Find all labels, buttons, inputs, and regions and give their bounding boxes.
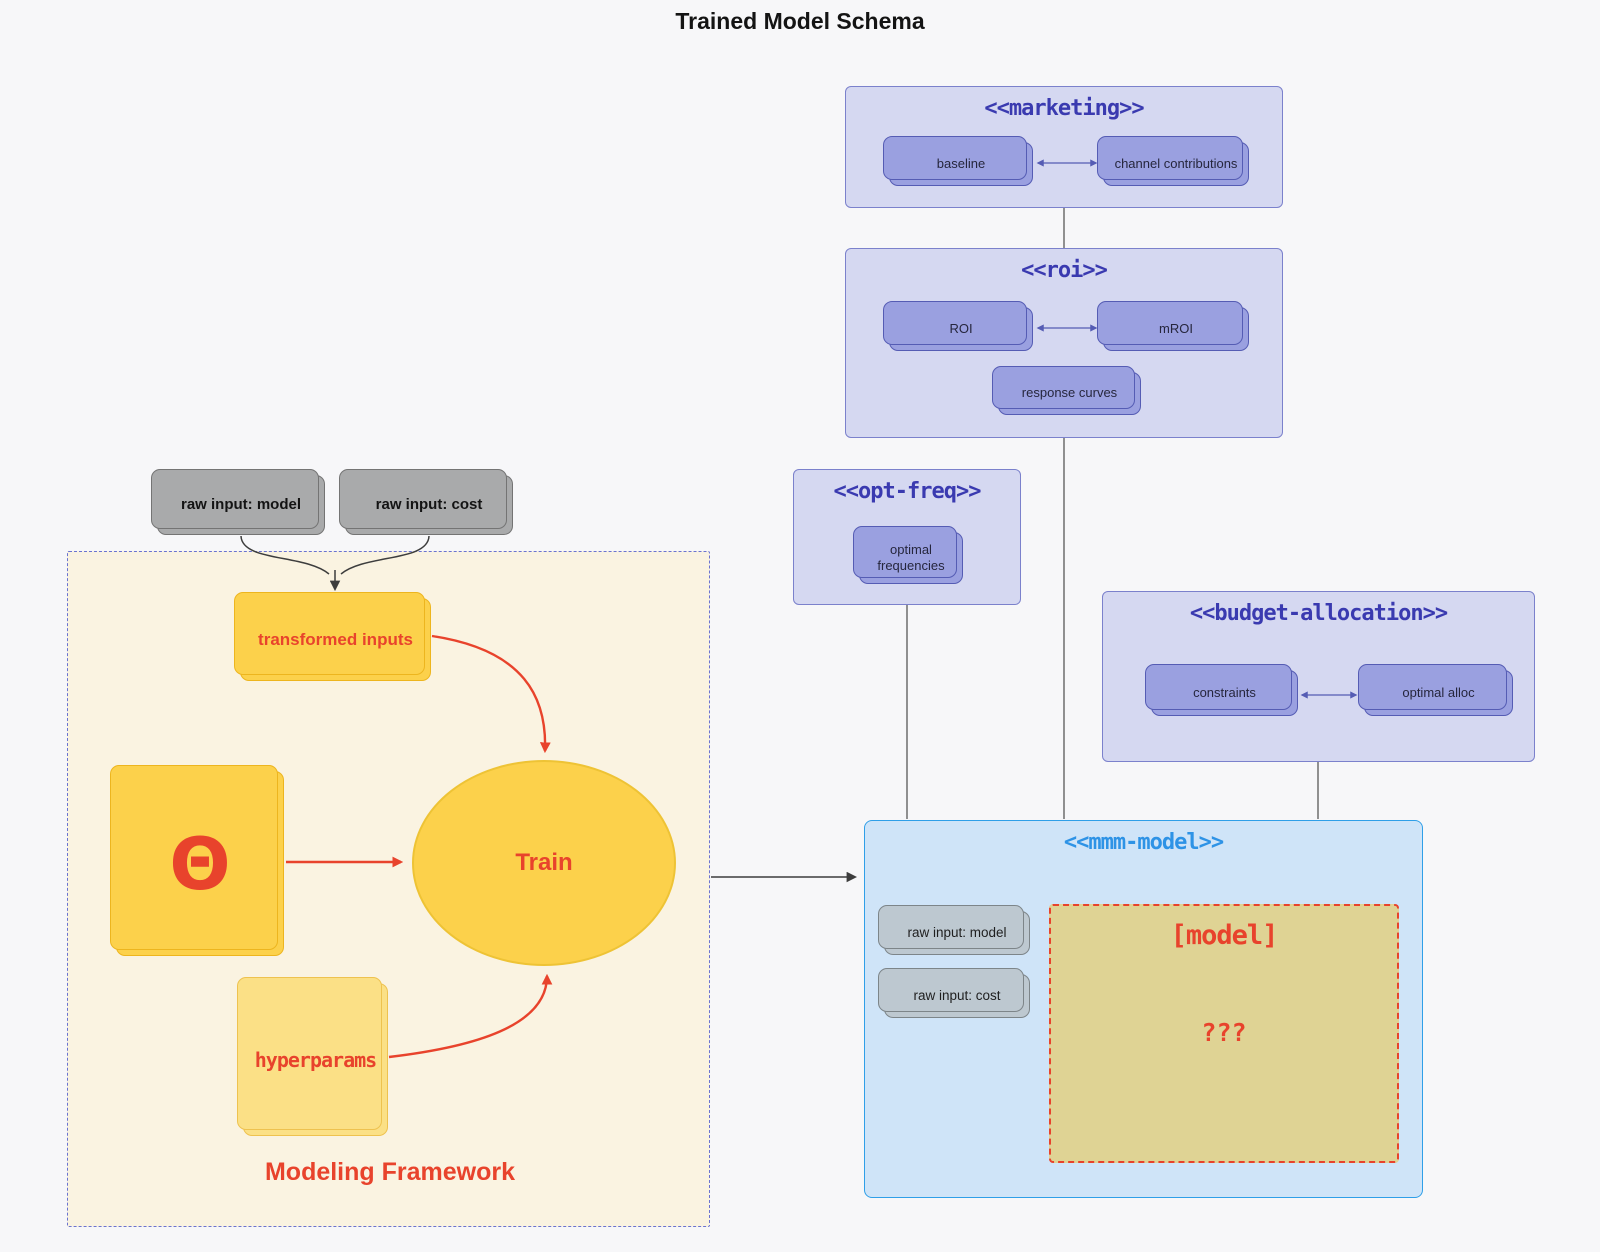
budget-allocation-title: <<budget-allocation>> (1189, 601, 1448, 626)
marketing-title: <<marketing>> (984, 96, 1144, 121)
node-baseline: baseline (883, 136, 1033, 186)
model-unknown-label: ??? (1201, 1018, 1247, 1047)
modeling-framework-label: Modeling Framework (264, 1158, 516, 1186)
node-optimal-alloc: optimal alloc (1358, 664, 1513, 716)
node-theta: Θ (110, 765, 284, 956)
node-constraints: constraints (1145, 664, 1298, 716)
roi-container: <<roi>> ROI mROI response curves (845, 248, 1283, 438)
mmm-model-title: <<mmm-model>> (1063, 830, 1224, 855)
budget-allocation-container: <<budget-allocation>> constraints optima… (1102, 591, 1535, 762)
node-hyperparams: hyperparams (237, 977, 388, 1136)
opt-freq-title: <<opt-freq>> (833, 479, 982, 504)
mmm-model-container: <<mmm-model>> raw input: model raw input… (864, 820, 1423, 1198)
node-channel-contributions: channel contributions (1097, 136, 1249, 186)
node-mmm-raw-input-model: raw input: model (878, 905, 1030, 955)
node-mroi: mROI (1097, 301, 1249, 351)
diagram-title: Trained Model Schema (675, 8, 925, 34)
modeling-framework-container: transformed inputs Θ Train hyperparams M… (67, 551, 710, 1227)
model-placeholder-label: [model] (1170, 920, 1279, 951)
node-raw-input-cost: raw input: cost (339, 469, 513, 535)
node-optimal-frequencies: optimal frequencies (853, 526, 963, 584)
node-response-curves: response curves (992, 366, 1141, 415)
node-roi: ROI (883, 301, 1033, 351)
node-transformed-inputs: transformed inputs (234, 592, 431, 681)
node-mmm-raw-input-cost: raw input: cost (878, 968, 1030, 1018)
marketing-container: <<marketing>> baseline channel contribut… (845, 86, 1283, 208)
model-placeholder-box: [model] ??? (1049, 904, 1399, 1163)
train-label: Train (515, 849, 573, 876)
opt-freq-container: <<opt-freq>> optimal frequencies (793, 469, 1021, 605)
node-train-ellipse: Train (412, 760, 676, 966)
node-raw-input-model: raw input: model (151, 469, 325, 535)
roi-title: <<roi>> (1021, 258, 1108, 283)
